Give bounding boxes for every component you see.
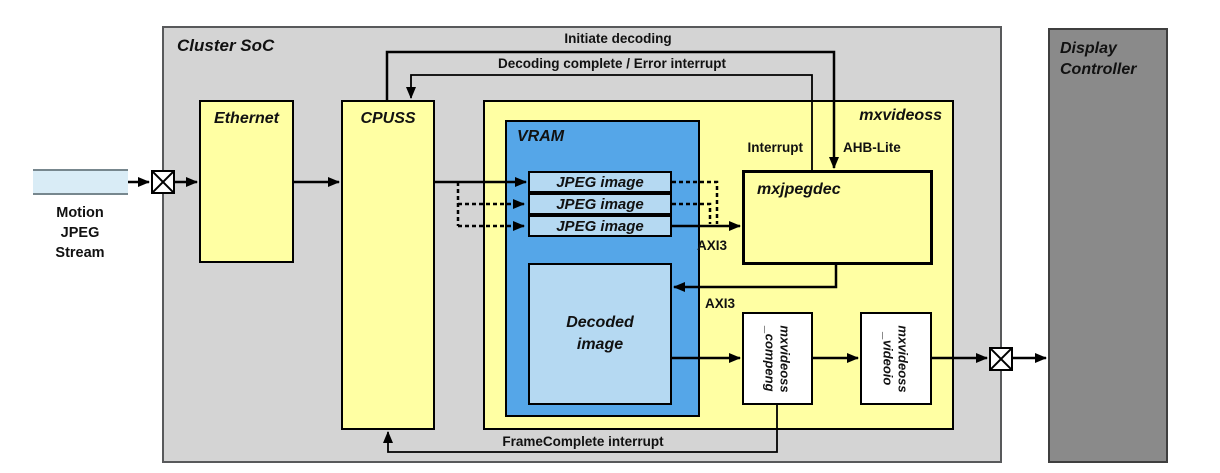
mxvideoss-compeng-box: mxvideoss _compeng <box>742 312 813 405</box>
decoded-image-buffer: Decoded image <box>528 263 672 405</box>
display-controller-box: Display Controller <box>1048 28 1168 463</box>
x-cross-icon <box>153 172 173 192</box>
jpeg-image-buffer: JPEG image <box>528 193 672 215</box>
x-cross-icon <box>991 349 1011 369</box>
initiate-decoding-label: Initiate decoding <box>564 31 672 46</box>
ethernet-label: Ethernet <box>214 110 279 127</box>
axi3-out-label: AXI3 <box>705 296 736 311</box>
boundary-crossing-icon <box>989 347 1013 371</box>
interrupt-label: Interrupt <box>747 140 804 155</box>
vram-label: VRAM <box>517 128 565 145</box>
cpuss-box: CPUSS <box>341 100 435 430</box>
jpeg-image-buffer: JPEG image <box>528 215 672 237</box>
mxvideoss-compeng-label: mxvideoss _compeng <box>762 324 793 393</box>
mxvideoss-videoio-label: mxvideoss _videoio <box>880 324 911 393</box>
mxjpegdec-box: mxjpegdec <box>742 170 933 265</box>
cluster-soc-label: Cluster SoC <box>177 36 275 55</box>
ethernet-box: Ethernet <box>199 100 294 263</box>
mxvideoss-videoio-box: mxvideoss _videoio <box>860 312 932 405</box>
motion-jpeg-stream-bar <box>33 169 128 195</box>
display-controller-label: Display Controller <box>1060 40 1137 78</box>
cpuss-label: CPUSS <box>360 110 416 127</box>
frame-complete-label: FrameComplete interrupt <box>502 434 664 449</box>
mxvideoss-label: mxvideoss <box>859 107 942 124</box>
boundary-crossing-icon <box>151 170 175 194</box>
decoding-complete-label: Decoding complete / Error interrupt <box>497 56 727 71</box>
motion-jpeg-stream-label: Motion JPEG Stream <box>55 205 105 261</box>
jpeg-image-buffer: JPEG image <box>528 171 672 193</box>
mxjpegdec-label: mxjpegdec <box>757 181 841 198</box>
ahb-lite-label: AHB-Lite <box>843 140 901 155</box>
axi3-in-label: AXI3 <box>697 238 728 253</box>
